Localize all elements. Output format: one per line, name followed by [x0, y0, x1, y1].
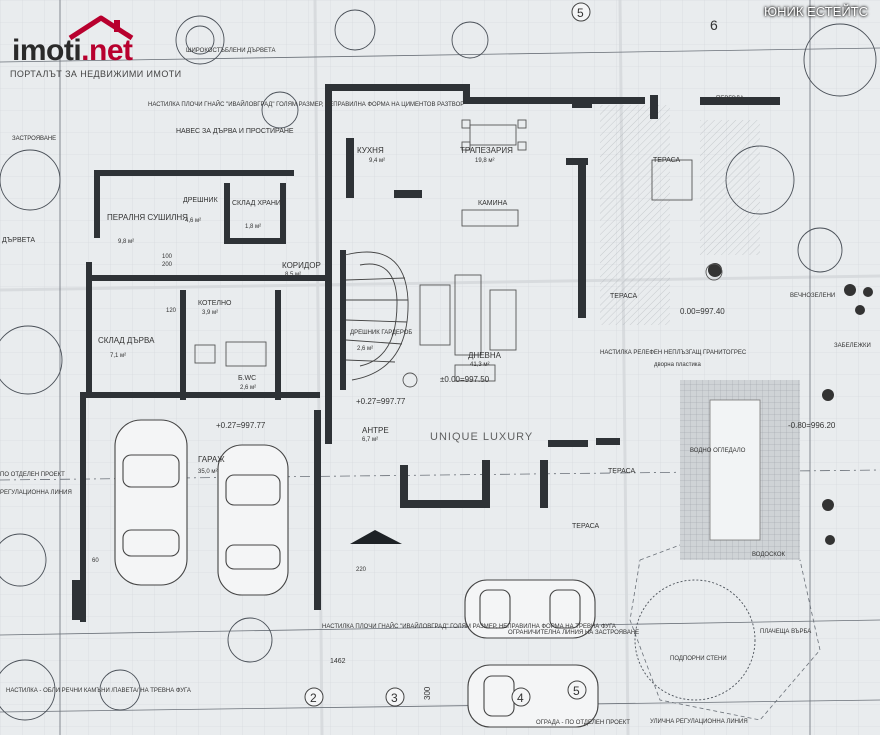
water-mirror-pool [709, 399, 761, 541]
dimension-60: 60 [92, 558, 99, 564]
note-pergola: ПЕРГОЛА [716, 96, 744, 102]
imoti-logo [8, 6, 168, 86]
note-remarks: ЗАБЕЛЕЖКИ [834, 343, 871, 349]
elevation-living: ±0.00=997.50 [440, 375, 490, 384]
house-walls [72, 84, 780, 622]
room-area-garage: 35,0 м² [198, 469, 217, 475]
room-name-closet: ДРЕШНИК [183, 197, 219, 204]
elevation-yard: -0.80=996.20 [788, 421, 836, 430]
note-evergreen: ВЕЧНОЗЕЛЕНИ [790, 293, 835, 299]
dimension-200: 200 [162, 262, 173, 268]
dimension-numbers: 1462 300 220 100 200 60 120 [92, 254, 432, 700]
car-symbols [114, 419, 599, 728]
room-name-fireplace: КАМИНА [478, 200, 508, 207]
tree-symbols [0, 9, 877, 721]
room-area-boiler: 3,9 м² [202, 310, 218, 316]
room-name-wc: Б.WC [238, 375, 256, 382]
room-area-pantry: 1,8 м² [245, 224, 261, 230]
room-labels: КУХНЯ 9,4 м² ТРАПЕЗАРИЯ 19,8 м² КАМИНА П… [98, 146, 681, 530]
note-fountain: ВОДОСКОК [752, 552, 785, 558]
dimension-overall: 1462 [330, 658, 346, 665]
note-regulation-line: РЕГУЛАЦИОННА ЛИНИЯ [0, 490, 72, 496]
note-paving-bottom: НАСТИЛКА ПЛОЧИ ГНАЙС "ИВАЙЛОВГРАД" ГОЛЯМ… [322, 622, 616, 630]
axis-label-3: 3 [391, 691, 398, 705]
furniture [194, 119, 723, 388]
elevation-entrance: +0.27=997.77 [356, 397, 406, 406]
terrace-hatch [600, 105, 670, 325]
room-area-wardrobe: 2,6 м² [357, 346, 373, 352]
sheet-number: 6 [710, 17, 718, 33]
note-broadleaf-trees: ШИРОКОСТЪБЛЕНИ ДЪРВЕТА [186, 48, 275, 54]
room-name-kitchen: КУХНЯ [357, 146, 384, 155]
axis-label-4: 4 [517, 691, 524, 705]
room-name-terrace-4: ТЕРАСА [572, 523, 600, 530]
note-water-mirror: ВОДНО ОГЛЕДАЛО [690, 448, 746, 454]
room-area-entrance: 6,7 м² [362, 437, 378, 443]
room-name-entrance: АНТРЕ [362, 426, 389, 435]
axis-label-5-top: 5 [577, 6, 584, 20]
room-area-woodstore: 7,1 м² [110, 353, 126, 359]
axis-label-2: 2 [310, 691, 317, 705]
watermark-center: UNIQUE LUXURY [430, 431, 533, 443]
room-area-closet: 4,6 м² [185, 218, 201, 224]
note-weeping-willow: ПЛАЧЕЩА ВЪРБА [760, 629, 811, 635]
note-separate-project: ПО ОТДЕЛЕН ПРОЕКТ [0, 472, 65, 478]
agency-watermark: ЮНИК ЕСТЕЙТС [764, 4, 868, 19]
room-name-terrace-3: ТЕРАСА [608, 468, 636, 475]
room-area-laundry: 9,8 м² [118, 239, 134, 245]
note-yard-sculpture: дворна пластика [654, 362, 702, 368]
room-area-corridor: 8,5 м² [285, 272, 301, 278]
room-name-dining: ТРАПЕЗАРИЯ [460, 146, 513, 155]
dimension-100: 100 [162, 254, 173, 260]
elevation-marks: +0.27=997.77 +0.27=997.77 ±0.00=997.50 0… [216, 307, 836, 430]
logo-wordmark: imoti.net [12, 34, 133, 68]
note-build-line: ОГРАНИЧИТЕЛНА ЛИНИЯ НА ЗАСТРОЯВАНЕ [508, 630, 639, 636]
note-build-zone-1: ЗАСТРОЯВАНЕ [12, 136, 56, 142]
annotations: НАСТИЛКА ПЛОЧИ ГНАЙС "ИВАЙЛОВГРАД" ГОЛЯМ… [0, 48, 871, 726]
note-river-stones: НАСТИЛКА - ОБЛИ РЕЧНИ КАМЪНИ /ПАВЕТА/ НА… [6, 688, 191, 694]
dimension-120: 120 [166, 308, 177, 314]
logo-site-tld: .net [81, 34, 133, 67]
elevation-garage: +0.27=997.77 [216, 421, 266, 430]
room-area-wc: 2,6 м² [240, 385, 256, 391]
pergola-hatch [700, 120, 760, 255]
dimension-300: 300 [423, 686, 432, 700]
room-name-living: ДНЕВНА [468, 351, 502, 360]
logo-tagline: ПОРТАЛЪТ ЗА НЕДВИЖИМИ ИМОТИ [10, 69, 182, 79]
room-name-pantry: СКЛАД ХРАНИ [232, 200, 281, 207]
note-granite-paving: НАСТИЛКА РЕЛЕФЕН НЕПЛЪЗГАЩ ГРАНИТОГРЕС [600, 350, 747, 356]
elevation-terrace: 0.00=997.40 [680, 307, 725, 316]
note-woodshed: НАВЕС ЗА ДЪРВА И ПРОСТИРАНЕ [176, 128, 294, 135]
room-area-living: 41,3 м² [470, 362, 489, 368]
logo-site-name: imoti [12, 34, 82, 67]
axis-label-5-bottom: 5 [573, 684, 580, 698]
axis-bubbles [304, 2, 591, 707]
room-name-woodstore: СКЛАД ДЪРВА [98, 336, 155, 345]
note-street-line: УЛИЧНА РЕГУЛАЦИОННА ЛИНИЯ [650, 719, 748, 725]
room-area-kitchen: 9,4 м² [369, 158, 385, 164]
house-roof-icon [68, 15, 134, 41]
room-area-dining: 19,8 м² [475, 158, 494, 164]
note-trees-1: ДЪРВЕТА [2, 237, 35, 244]
room-name-wardrobe: ДРЕШНИК ГАРДЕРОБ [350, 330, 412, 336]
dimension-220: 220 [356, 567, 367, 573]
room-name-boiler: КОТЕЛНО [198, 300, 232, 307]
room-name-terrace-2: ТЕРАСА [610, 293, 638, 300]
room-name-garage: ГАРАЖ [198, 455, 225, 464]
room-name-terrace-1: ТЕРАСА [653, 157, 681, 164]
note-fence: ОГРАДА - ПО ОТДЕЛЕН ПРОЕКТ [536, 720, 630, 726]
staircase [344, 251, 409, 381]
entrance-arrow [350, 530, 402, 544]
room-name-laundry: ПЕРАЛНЯ СУШИЛНЯ [107, 213, 188, 222]
room-name-corridor: КОРИДОР [282, 261, 321, 270]
note-retaining-walls: ПОДПОРНИ СТЕНИ [670, 656, 727, 662]
note-paving-top: НАСТИЛКА ПЛОЧИ ГНАЙС "ИВАЙЛОВГРАД" ГОЛЯМ… [148, 100, 464, 108]
